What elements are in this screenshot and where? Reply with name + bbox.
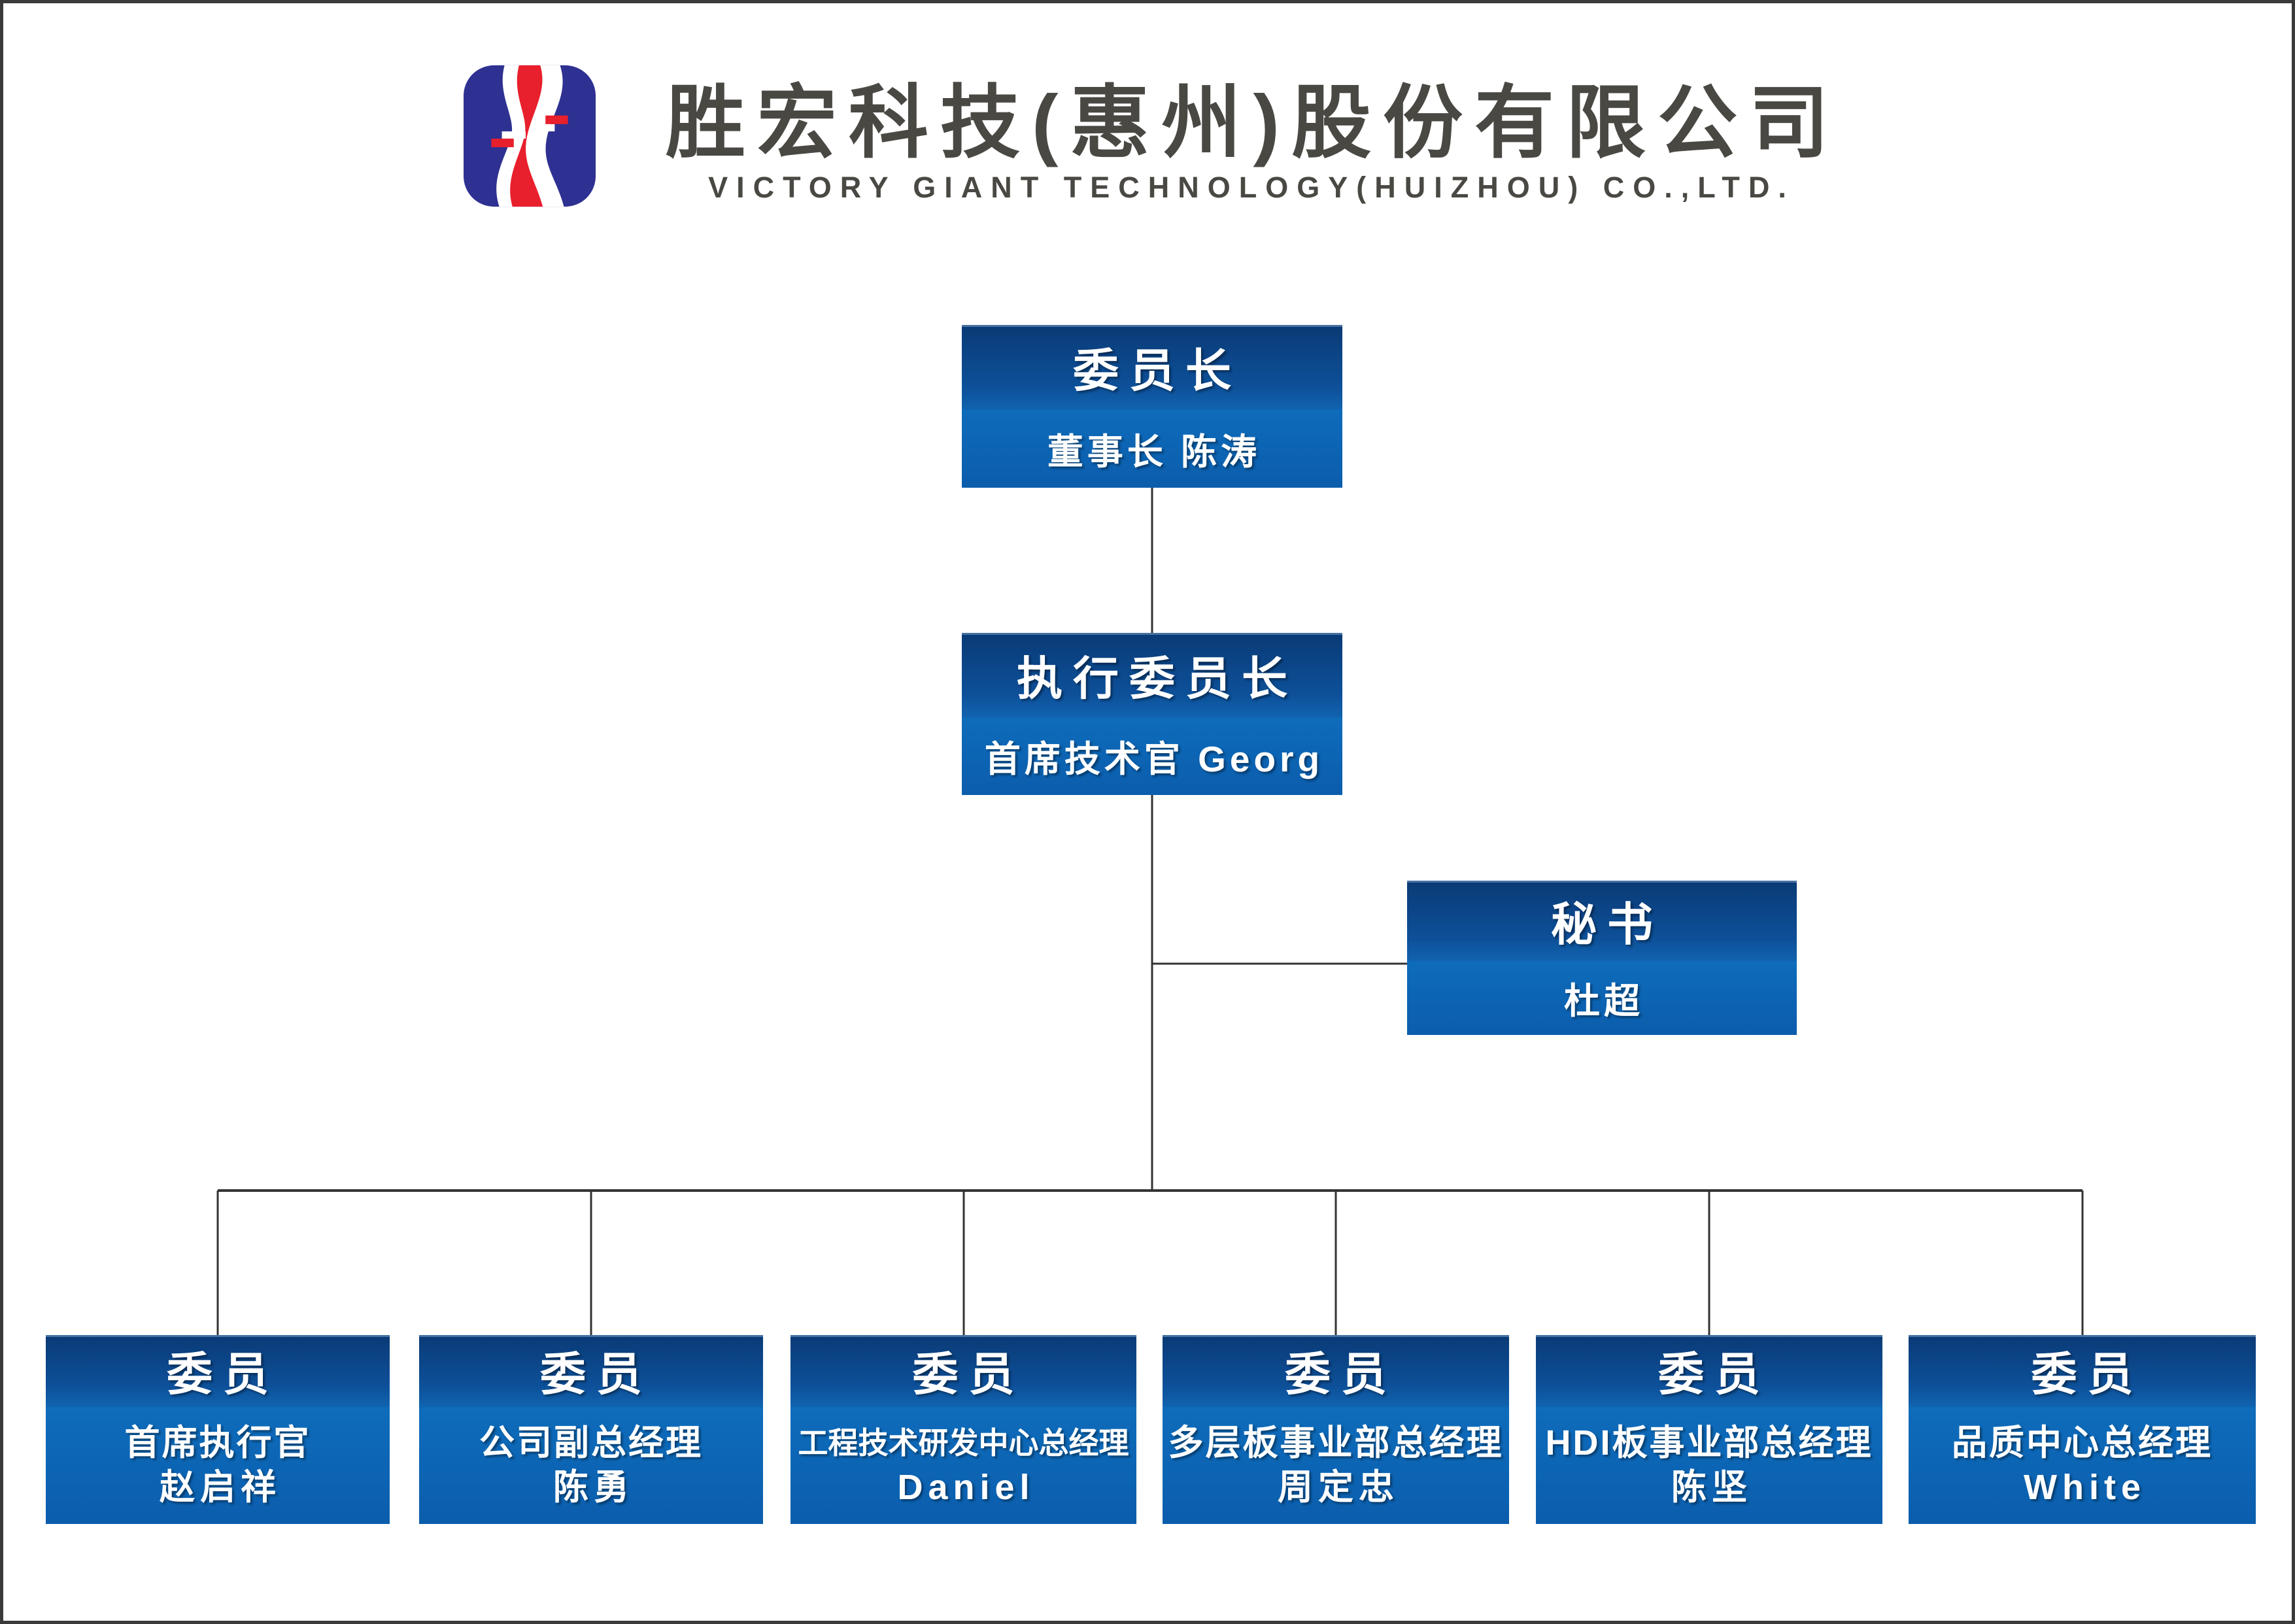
- node-member-rnd-center-gm: 委员 工程技术研发中心总经理 Daniel: [790, 1335, 1136, 1524]
- member1-title: 委员: [167, 1349, 279, 1400]
- chairman-title: 委员长: [1073, 345, 1242, 397]
- logo-tab-left: [491, 139, 514, 148]
- member5-role: HDI板事业部总经理: [1545, 1423, 1873, 1463]
- chairman-subtitle: 董事长 陈涛: [1047, 431, 1261, 473]
- company-name-en: VICTORY GIANT TECHNOLOGY(HUIZHOU) CO.,LT…: [708, 171, 1795, 204]
- node-chairman: 委员长 董事长 陈涛: [962, 325, 1342, 488]
- member2-role: 公司副总经理: [479, 1423, 703, 1463]
- company-name-zh: 胜宏科技(惠州)股份有限公司: [665, 78, 1841, 167]
- member1-role: 首席执行官: [124, 1423, 311, 1463]
- member6-title: 委员: [2031, 1349, 2144, 1400]
- node-member-quality-gm: 委员 品质中心总经理 White: [1909, 1335, 2256, 1524]
- node-member-hdi-gm: 委员 HDI板事业部总经理 陈坚: [1536, 1335, 1882, 1524]
- member1-person: 赵启祥: [160, 1468, 281, 1508]
- member5-title: 委员: [1658, 1349, 1771, 1400]
- member6-role: 品质中心总经理: [1952, 1423, 2213, 1463]
- company-logo-icon: [464, 65, 596, 207]
- member6-person: White: [2024, 1468, 2146, 1508]
- member3-person: Daniel: [897, 1468, 1035, 1508]
- exec-chairman-title: 执行委员长: [1017, 652, 1298, 704]
- member4-person: 周定忠: [1278, 1468, 1399, 1508]
- node-member-deputy-gm: 委员 公司副总经理 陈勇: [419, 1335, 763, 1524]
- member5-person: 陈坚: [1671, 1468, 1752, 1508]
- node-secretary: 秘书 杜超: [1407, 881, 1797, 1035]
- node-member-ceo: 委员 首席执行官 赵启祥: [46, 1335, 390, 1524]
- secretary-subtitle: 杜超: [1563, 981, 1644, 1022]
- member2-person: 陈勇: [553, 1468, 634, 1508]
- node-exec-chairman: 执行委员长 首席技术官 Georg: [962, 633, 1342, 795]
- secretary-title: 秘书: [1551, 898, 1663, 950]
- member4-role: 多层板事业部总经理: [1168, 1423, 1504, 1463]
- member3-role: 工程技术研发中心总经理: [798, 1426, 1129, 1461]
- node-member-multilayer-gm: 委员 多层板事业部总经理 周定忠: [1163, 1335, 1509, 1524]
- logo-tab-right: [545, 115, 568, 124]
- member4-title: 委员: [1285, 1349, 1397, 1400]
- member3-title: 委员: [912, 1349, 1025, 1400]
- member2-title: 委员: [540, 1349, 653, 1400]
- logo-notch-left: [502, 131, 526, 139]
- logo-notch-right: [531, 124, 555, 131]
- logo-red-stripe: [510, 65, 543, 207]
- org-connectors: [216, 488, 2084, 1336]
- exec-chairman-subtitle: 首席技术官 Georg: [984, 739, 1324, 780]
